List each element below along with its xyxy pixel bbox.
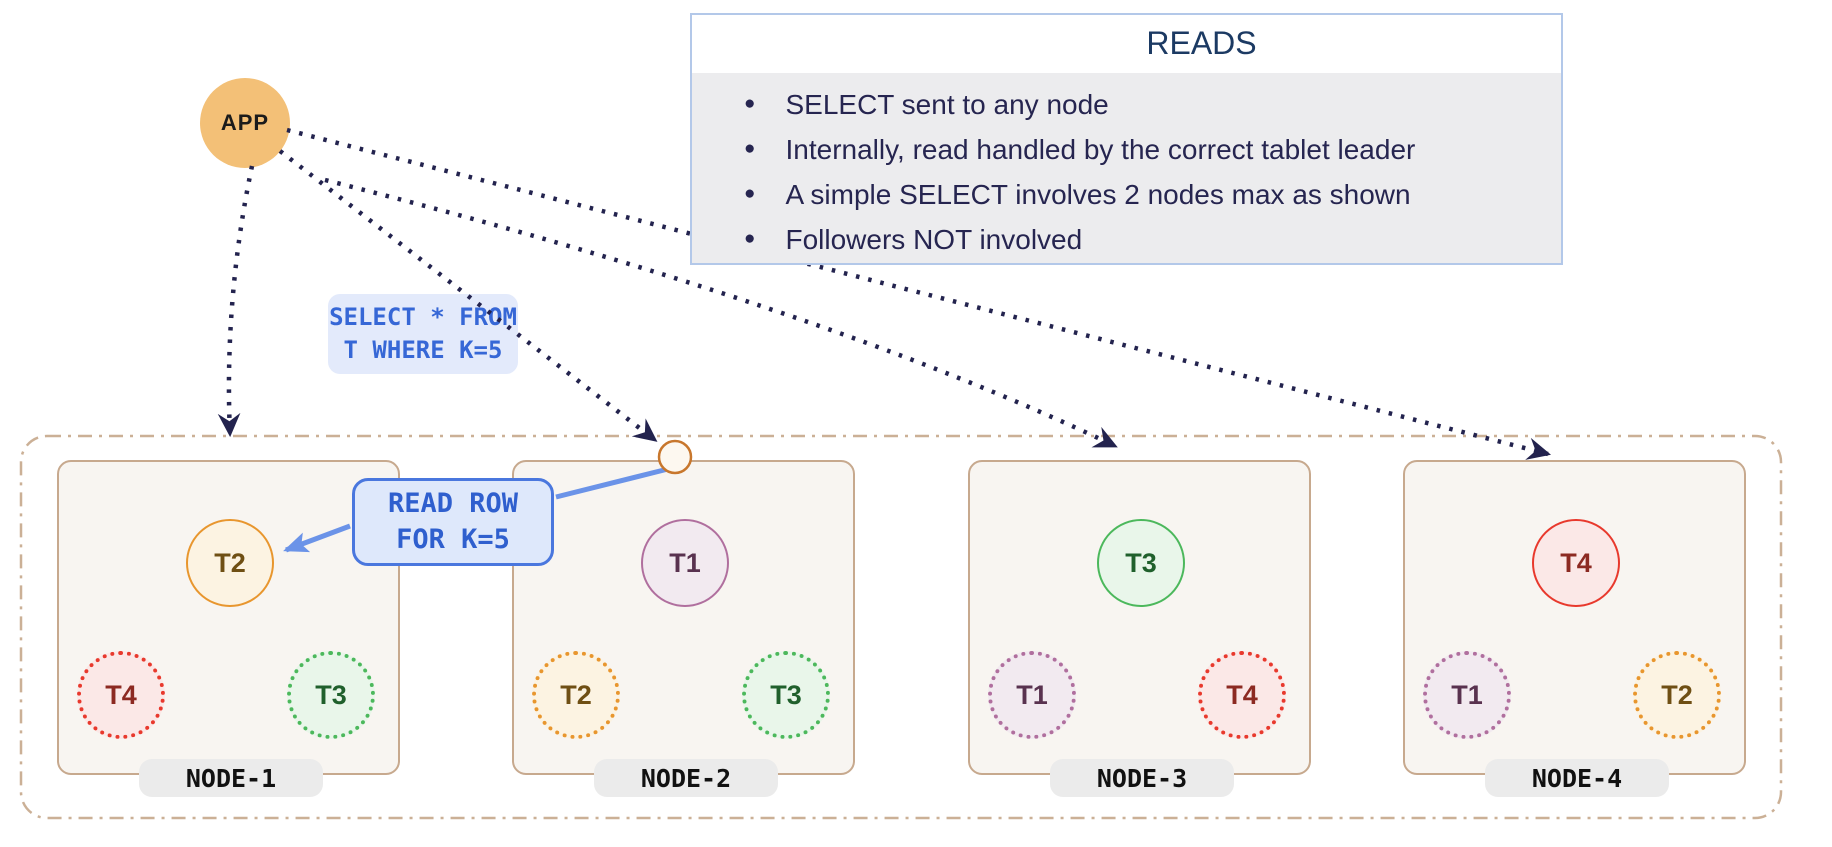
read-row-line2: FOR K=5 xyxy=(396,524,510,555)
read-row-callout: READ ROW FOR K=5 xyxy=(352,478,554,566)
tablet-t3-follower: T3 xyxy=(742,651,830,739)
node-label-node-2: NODE-2 xyxy=(594,759,778,797)
tablet-t4-leader: T4 xyxy=(1532,519,1620,607)
tablet-t1-follower: T1 xyxy=(988,651,1076,739)
bullet-icon: ● xyxy=(744,182,756,204)
reads-bullet-text: A simple SELECT involves 2 nodes max as … xyxy=(785,178,1411,210)
reads-bullet-item: ● Internally, read handled by the correc… xyxy=(692,127,1561,172)
reads-bullet-text: Followers NOT involved xyxy=(785,223,1083,255)
reads-panel: READS ● SELECT sent to any node ● Intern… xyxy=(690,13,1563,265)
app-circle: APP xyxy=(200,78,290,168)
tablet-t3-leader: T3 xyxy=(1097,519,1185,607)
node-label-node-3: NODE-3 xyxy=(1050,759,1234,797)
reads-panel-body: ● SELECT sent to any node ● Internally, … xyxy=(692,73,1561,263)
tablet-t1-follower: T1 xyxy=(1423,651,1511,739)
tablet-t4-follower: T4 xyxy=(1198,651,1286,739)
node-label-node-1: NODE-1 xyxy=(139,759,323,797)
bullet-icon: ● xyxy=(744,137,756,159)
read-row-line1: READ ROW xyxy=(387,488,519,519)
app-label: APP xyxy=(220,110,270,135)
reads-bullet-text: SELECT sent to any node xyxy=(785,88,1109,120)
reads-panel-title: READS xyxy=(692,15,1561,71)
reads-bullet-item: ● SELECT sent to any node xyxy=(692,82,1561,127)
reads-bullet-item: ● Followers NOT involved xyxy=(692,217,1561,262)
cluster-dashed-border xyxy=(19,434,1783,820)
reads-bullet-item: ● A simple SELECT involves 2 nodes max a… xyxy=(692,172,1561,217)
tablet-t2-leader: T2 xyxy=(186,519,274,607)
tablet-t2-follower: T2 xyxy=(532,651,620,739)
reads-bullet-text: Internally, read handled by the correct … xyxy=(785,133,1416,165)
tablet-t2-follower: T2 xyxy=(1633,651,1721,739)
tablet-t1-leader: T1 xyxy=(641,519,729,607)
bullet-icon: ● xyxy=(744,92,756,114)
node-label-node-4: NODE-4 xyxy=(1485,759,1669,797)
tablet-t3-follower: T3 xyxy=(287,651,375,739)
bullet-icon: ● xyxy=(744,227,756,249)
reads-bullet-list: ● SELECT sent to any node ● Internally, … xyxy=(692,82,1561,262)
tablet-t4-follower: T4 xyxy=(77,651,165,739)
